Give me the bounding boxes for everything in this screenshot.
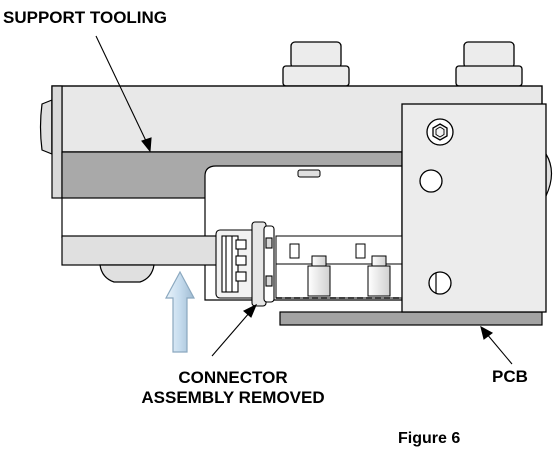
top-knob-right bbox=[455, 41, 523, 87]
connector-label-line2: ASSEMBLY REMOVED bbox=[141, 387, 325, 407]
support-tooling-leader bbox=[95, 35, 148, 144]
pcb-label: PCB bbox=[492, 367, 528, 386]
panel-hole bbox=[419, 169, 443, 193]
top-knob-left bbox=[282, 41, 350, 87]
panel-slot-screw bbox=[428, 271, 452, 295]
left-screw-cap bbox=[39, 99, 53, 155]
lower-arm bbox=[61, 235, 223, 283]
side-panel bbox=[401, 103, 547, 313]
connector-assembly-label: CONNECTOR ASSEMBLY REMOVED bbox=[118, 368, 348, 407]
connector-label-line1: CONNECTOR bbox=[178, 368, 288, 387]
leader-lines bbox=[95, 35, 513, 365]
figure-caption: Figure 6 bbox=[398, 430, 461, 447]
pcb-board bbox=[279, 311, 543, 326]
right-nub bbox=[545, 151, 553, 197]
connector-pins bbox=[275, 235, 403, 299]
cavity-screw-tip bbox=[297, 169, 321, 178]
connector-housing bbox=[215, 221, 275, 307]
support-tooling-label: SUPPORT TOOLING bbox=[3, 8, 168, 27]
removal-direction-arrow-icon bbox=[164, 270, 196, 353]
pcb-leader bbox=[485, 332, 513, 365]
connector-leader bbox=[211, 311, 251, 357]
